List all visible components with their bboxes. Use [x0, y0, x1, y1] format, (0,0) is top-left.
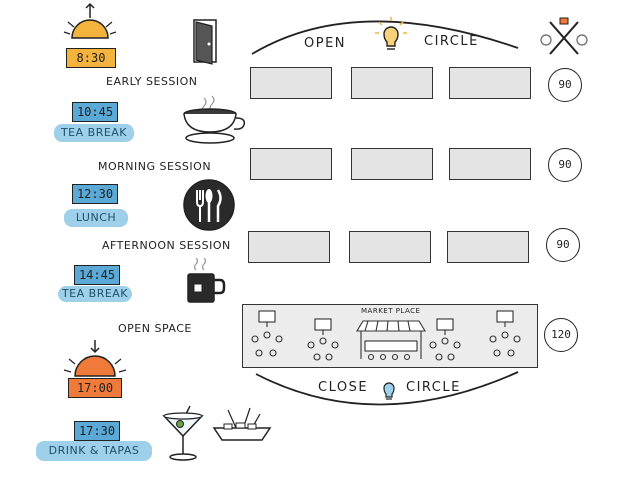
market-place-diagram — [251, 310, 521, 361]
open-space-label: OPEN SPACE — [118, 322, 192, 335]
lunch-label: LUNCH — [64, 209, 128, 227]
afternoon-session-label: AFTERNOON SESSION — [102, 239, 231, 252]
early-session-label: EARLY SESSION — [106, 75, 198, 88]
tea-break-1-label: TEA BREAK — [54, 124, 134, 142]
lunch-time: 12:30 — [72, 184, 118, 204]
close-time: 17:00 — [68, 378, 122, 398]
session-slot[interactable] — [351, 148, 433, 180]
early-session-time: 8:30 — [66, 48, 116, 68]
sunrise-icon — [63, 2, 117, 39]
session-slot[interactable] — [447, 231, 529, 263]
close-circle-right: CIRCLE — [406, 380, 461, 395]
stopwatch-icon: 90 — [546, 228, 580, 262]
tea-break-2-time: 14:45 — [74, 265, 120, 285]
teacup-icon — [183, 95, 246, 144]
sunset-icon — [63, 340, 127, 377]
session-slot[interactable] — [351, 67, 433, 99]
circle-frame — [251, 20, 519, 406]
lightbulb-icon — [375, 17, 407, 50]
door-icon — [193, 19, 217, 65]
open-circle-right: CIRCLE — [424, 34, 479, 49]
session-slot[interactable] — [250, 148, 332, 180]
stopwatch-icon: 120 — [544, 318, 578, 352]
market-place-label: MARKET PLACE — [361, 307, 421, 315]
session-slot[interactable] — [250, 67, 332, 99]
drinks-time: 17:30 — [74, 421, 120, 441]
open-circle-left: OPEN — [304, 36, 347, 51]
tapas-icon — [212, 407, 272, 441]
stopwatch-icon: 90 — [548, 68, 582, 102]
morning-session-label: MORNING SESSION — [98, 160, 212, 173]
martini-icon — [162, 405, 204, 461]
cutlery-icon — [183, 179, 235, 231]
drinks-label: DRINK & TAPAS — [36, 441, 152, 461]
tea-break-1-time: 10:45 — [72, 102, 118, 122]
session-slot[interactable] — [349, 231, 431, 263]
mug-icon — [187, 257, 226, 303]
session-slot[interactable] — [449, 148, 531, 180]
stopwatch-icon: 90 — [548, 148, 582, 182]
tools-icon — [540, 17, 588, 55]
open-space-panel: MARKET PLACE — [242, 304, 538, 368]
session-slot[interactable] — [449, 67, 531, 99]
close-circle-left: CLOSE — [318, 380, 369, 395]
lightbulb-icon — [383, 382, 395, 400]
tea-break-2-label: TEA BREAK — [58, 286, 132, 302]
session-slot[interactable] — [248, 231, 330, 263]
